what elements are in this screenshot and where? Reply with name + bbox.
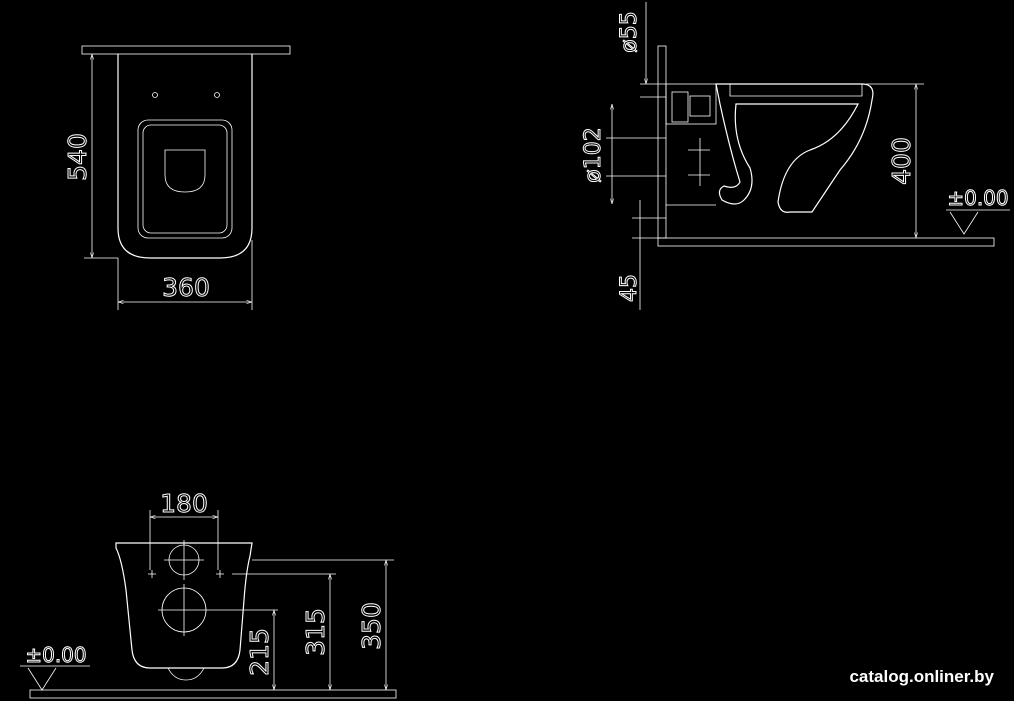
- outlet-centerline: [158, 584, 210, 636]
- seat-outline: [137, 119, 233, 239]
- bowl-outline: [117, 54, 253, 259]
- mount-hole-left: [152, 92, 158, 98]
- inlet-connector: [671, 91, 689, 123]
- outlet-height-dimension: 215: [245, 628, 274, 676]
- seat-side: [729, 84, 863, 97]
- watermark: catalog.onliner.by: [849, 667, 994, 686]
- inlet-height-dimension: 315: [301, 608, 330, 656]
- level-label: ±0.00: [947, 186, 1008, 210]
- level-triangle: [949, 211, 979, 235]
- floor-hatch: [29, 689, 397, 699]
- inlet-centerline: [164, 540, 204, 580]
- top-view: 540 360: [63, 45, 291, 310]
- bolt-hole-right: [216, 570, 224, 578]
- depth-dimension: 540: [63, 133, 92, 181]
- bolt-spacing-dimension: 180: [160, 489, 208, 518]
- inlet-pipe: [689, 95, 711, 117]
- bowl-opening: [164, 149, 206, 193]
- height-dimension: 400: [887, 137, 916, 185]
- outlet-pipe: [688, 138, 710, 186]
- offset-dimension: 45: [617, 274, 642, 302]
- wall-hatch: [81, 45, 291, 55]
- level-triangle: [27, 667, 57, 691]
- width-dimension: 360: [162, 273, 210, 302]
- pipe-small-dimension: ø55: [617, 11, 642, 52]
- front-view: 180 215 315 350 ±0.00: [20, 489, 397, 699]
- side-view: 400 ±0.00 ø55 ø102 45: [581, 2, 1010, 310]
- level-label: ±0.00: [25, 643, 86, 667]
- bolt-hole-left: [148, 570, 156, 578]
- bowl-front-outline: [115, 542, 253, 669]
- mount-hole-right: [214, 92, 220, 98]
- top-height-dimension: 350: [357, 602, 386, 650]
- pipe-large-dimension: ø102: [581, 127, 606, 182]
- wall-hatch: [657, 45, 667, 239]
- seat-inner: [142, 124, 228, 234]
- floor-hatch: [657, 237, 995, 247]
- base-curve: [167, 667, 205, 681]
- bowl-side-outline: [715, 83, 874, 213]
- flush-frame: [665, 83, 717, 125]
